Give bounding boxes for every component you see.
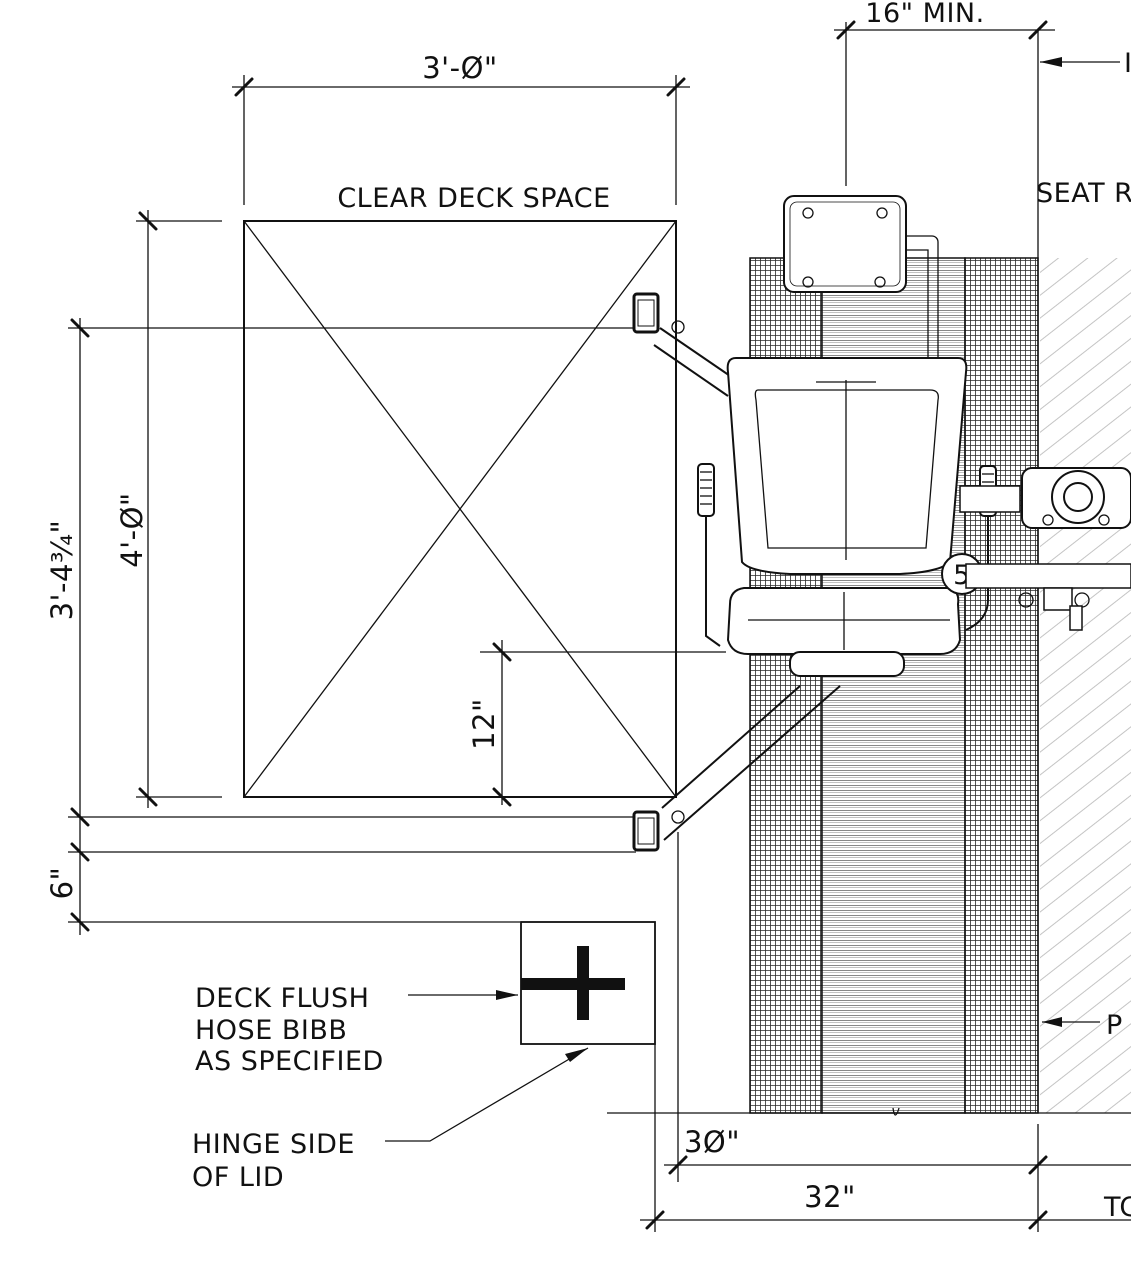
lift-upper-arm [653,320,737,397]
deck-flush-label-line1: DECK FLUSH [195,983,369,1014]
anchor-socket-upper [632,292,660,334]
dimension-min-clearance-text: 16" MIN. [865,0,984,29]
seat-ref-label: SEAT R [1036,178,1131,209]
anchor-socket-lower [632,810,660,852]
dimension-overall-height [68,318,636,935]
lift-seat-back [726,357,968,575]
cut-off-label-top-right: I [1124,48,1131,79]
clear-deck-space-label: CLEAR DECK SPACE [337,183,610,214]
dimension-six-inch-text: 6" [45,867,79,900]
cut-off-label-right: P [1106,1010,1123,1041]
dimension-overall-height-text: 3'-4³⁄₄" [45,520,79,621]
cut-off-label-bottom-right: TC [1103,1192,1131,1223]
deck-flush-label-line2: HOSE BIBB [195,1015,347,1046]
armrest-handle-left [697,463,721,647]
dimension-twelve-inch-text: 12" [467,698,501,750]
leader-arrow-right [1042,1017,1100,1027]
hose-bibb-symbol [520,921,656,1045]
dimension-min-clearance [834,20,1055,186]
deck-flush-label-line3: AS SPECIFIED [195,1046,384,1077]
hinge-side-label-line2: OF LID [192,1162,284,1193]
dimension-deck-height-text: 4'-Ø" [115,492,149,568]
dimension-deck-height [136,210,222,808]
break-mark [892,1107,900,1116]
leader-arrow-top-right [1040,57,1120,67]
hinge-side-leader [385,1047,589,1142]
hinge-side-label-line1: HINGE SIDE [192,1129,355,1160]
lift-lower-arm [661,685,841,841]
dimension-top-width-text: 3'-Ø" [422,51,498,85]
dimension-six-inch [68,842,636,932]
dimension-thirty-two-inch-text: 32" [804,1180,856,1214]
control-box [783,195,939,358]
dimension-thirty-inch-text: 3Ø" [684,1125,740,1159]
deck-flush-leader [408,990,518,1000]
pool-water-hatch [1037,30,1131,1113]
lift-mast-mechanism [959,467,1131,631]
lift-seat-pan [726,587,962,677]
dimension-twelve-inch [480,640,726,807]
dimension-top-width [232,75,690,205]
clear-deck-space-box [243,220,677,798]
dimension-thirty-two-inch [640,1044,1131,1232]
